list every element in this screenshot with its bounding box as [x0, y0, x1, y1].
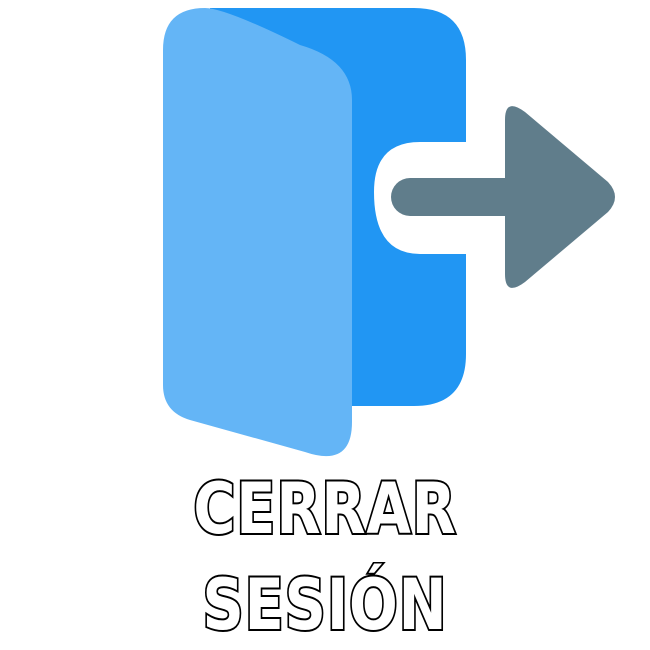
logout-label-line-2: SESIÓN — [201, 564, 448, 646]
logout-icon — [163, 8, 615, 457]
logout-label-line-1: CERRAR — [192, 468, 458, 550]
door-leaf-shape — [163, 8, 352, 457]
arrow-head — [505, 106, 615, 288]
